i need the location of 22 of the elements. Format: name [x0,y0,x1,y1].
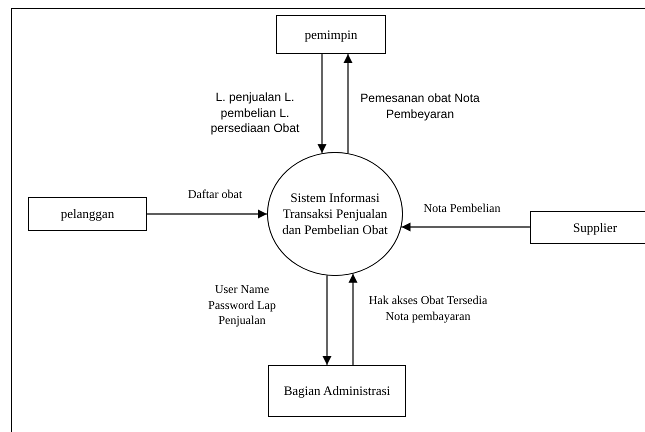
node-label: Bagian Administrasi [284,383,390,399]
arrow [348,274,358,365]
node-label: Supplier [572,220,618,236]
node-label: pemimpin [304,26,358,42]
node-label: Sistem Informasi Transaksi Penjualan dan Pembelian Obat [281,190,389,238]
edge-label: Pemesanan obat Nota Pembeyaran [359,91,481,122]
entity-box [276,15,386,54]
entity-box [530,211,645,244]
entity-box [268,365,406,417]
edge-label: Daftar obat [186,187,244,202]
arrow [402,222,530,232]
edge-label: Nota Pembelian [422,201,502,216]
edge-label: L. penjualan L. pembelian L. persediaan Obat [210,90,300,136]
node-label: pelanggan [60,206,114,222]
edge-label: Hak akses Obat Tersedia Nota pembayaran [368,293,488,324]
arrow [147,210,267,218]
arrow [322,276,332,365]
process-circle [267,152,403,276]
edge-label: User Name Password Lap Penjualan [207,282,277,328]
arrow [318,54,326,154]
arrow [344,54,352,154]
entity-box [28,197,147,231]
